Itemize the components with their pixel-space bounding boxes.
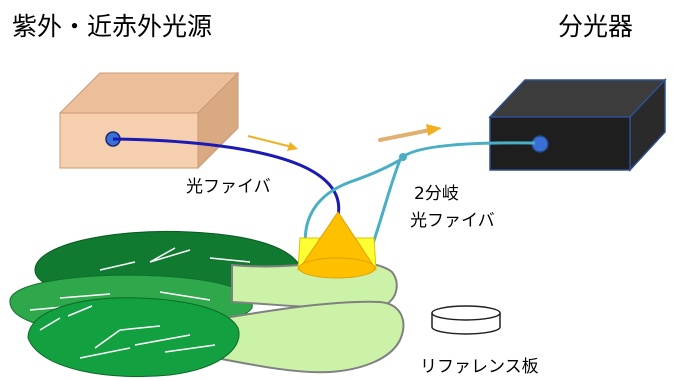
spectrometer-box <box>488 78 667 172</box>
leaf-front <box>27 297 240 378</box>
optical-fiber <box>112 137 341 217</box>
bifurcated-fiber-label-line1: 2分岐 <box>414 184 459 204</box>
probe-base <box>298 257 376 279</box>
reference-plate-label: リファレンス板 <box>420 357 539 377</box>
fiber-junction <box>399 153 407 161</box>
bifurcated-fiber-label-line2: 光ファイバ <box>410 211 495 231</box>
light-source-box <box>58 71 240 170</box>
spectrometer-label: 分光器 <box>558 12 633 41</box>
reference-plate <box>431 305 501 335</box>
flow-arrow-left <box>247 135 298 151</box>
stem-lower <box>199 300 405 374</box>
spectrometer-front-face <box>489 116 631 171</box>
bifurcated-fiber-branch-a <box>303 155 406 251</box>
probe <box>297 211 377 279</box>
bifurcated-fiber-branch-b <box>368 141 536 253</box>
optical-fiber-label: 光ファイバ <box>186 177 271 197</box>
light-source-label: 紫外・近赤外光源 <box>12 12 212 41</box>
flow-arrow-right <box>378 124 442 142</box>
